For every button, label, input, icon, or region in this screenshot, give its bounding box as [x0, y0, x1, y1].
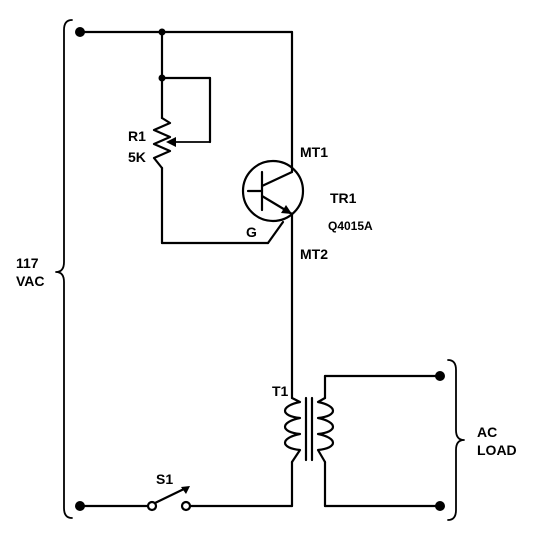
supply-line1-label: 117 [16, 255, 39, 271]
tr1-part-label: Q4015A [328, 219, 373, 233]
gate-label: G [246, 224, 257, 240]
tr1-name-label: TR1 [330, 190, 357, 206]
s1-name-label: S1 [156, 471, 173, 487]
mt1-label: MT1 [300, 144, 328, 160]
potentiometer-icon [152, 116, 176, 170]
t1-name-label: T1 [272, 383, 289, 399]
supply-brace [55, 19, 73, 519]
r1-name-label: R1 [128, 128, 146, 144]
load-line2-label: LOAD [477, 442, 517, 458]
junctions [75, 27, 445, 511]
load-line1-label: AC [477, 424, 497, 440]
mt2-label: MT2 [300, 246, 328, 262]
transformer-icon [283, 396, 335, 464]
load-brace [447, 359, 465, 521]
circuit-wires [78, 30, 442, 508]
supply-line2-label: VAC [16, 273, 45, 289]
triac-icon [241, 159, 305, 223]
switch-icon [146, 486, 192, 512]
r1-value-label: 5K [128, 149, 146, 165]
